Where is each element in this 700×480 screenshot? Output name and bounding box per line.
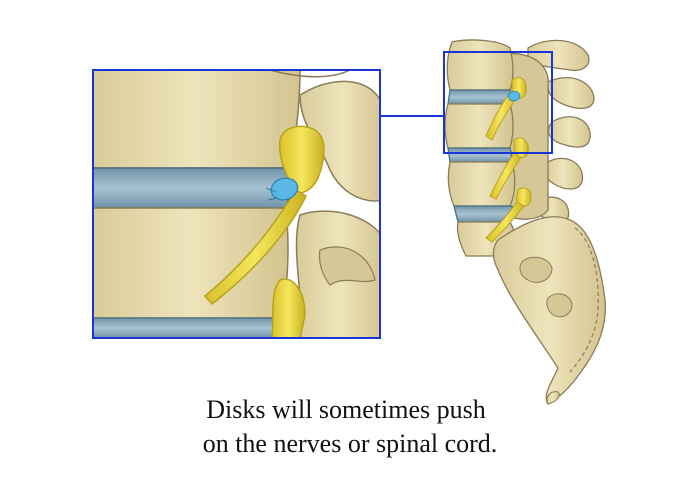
spinous-process-3: [547, 116, 591, 148]
nerve-root-1: [485, 89, 519, 141]
inset-nerve-root: [203, 188, 307, 306]
inset-upper-vertebra: [93, 70, 301, 169]
inset-lower-vertebra: [93, 207, 289, 319]
nerve-root-3: [485, 197, 527, 243]
vertebra-1: [446, 39, 514, 91]
spinous-process-2: [547, 77, 595, 110]
inset-lamina: [318, 246, 376, 286]
inset-herniation: [270, 177, 299, 201]
inset-disk: [93, 167, 292, 209]
coccyx: [546, 391, 560, 405]
highlight-frame: [443, 51, 553, 154]
cord-segment-2: [513, 137, 529, 158]
spinous-process-4: [543, 157, 584, 190]
sacral-foramen-1: [519, 256, 553, 283]
sacral-ridge: [569, 227, 599, 373]
mini-herniation: [507, 90, 521, 102]
nerve-root-2: [489, 149, 523, 200]
inset-lower-disk: [93, 317, 281, 338]
spinous-process-1: [527, 39, 590, 72]
cord-segment-3: [515, 187, 532, 207]
inset-lower-nerve: [271, 278, 306, 338]
zoom-frame: [92, 69, 381, 339]
inset-spinal-cord: [278, 125, 325, 194]
zoom-inset: [93, 70, 380, 338]
caption-line-1: Disks will sometimes push: [206, 395, 486, 424]
disk-2: [447, 147, 513, 163]
disk-1: [447, 89, 513, 105]
sacral-foramen-2: [546, 293, 573, 318]
caption-line-2: on the nerves or spinal cord.: [202, 429, 498, 458]
